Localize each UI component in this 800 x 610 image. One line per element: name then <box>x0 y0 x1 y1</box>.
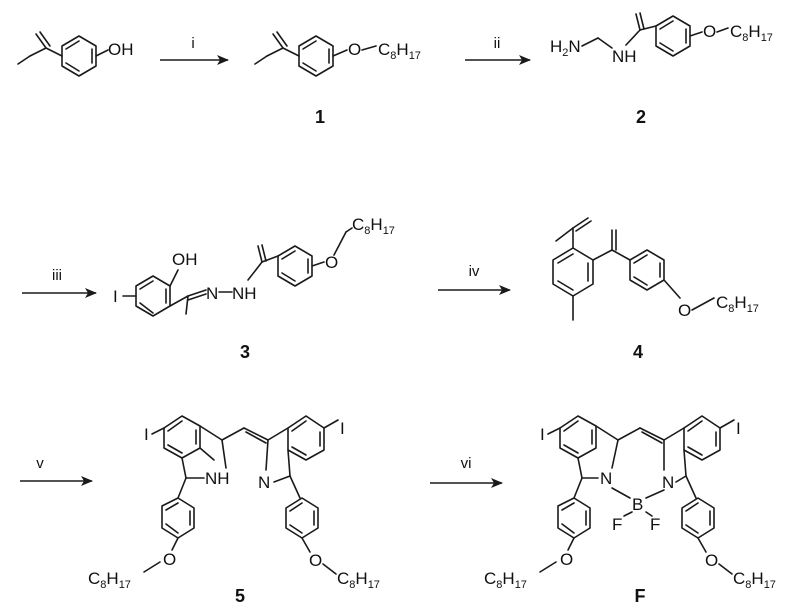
oxygen-label: O <box>703 22 716 41</box>
svg-text:O: O <box>348 40 361 59</box>
benzene-ring <box>163 415 201 459</box>
compound-label-5: 5 <box>235 586 245 606</box>
compound-label-3: 3 <box>240 342 250 362</box>
reagent-v: v <box>36 455 44 472</box>
oxygen-label: O <box>163 550 176 569</box>
compound-label-f: F <box>635 586 646 606</box>
reagent-i: i <box>191 35 194 52</box>
c8h17-chain: C8H17 <box>733 569 776 591</box>
oxygen-label: O <box>348 40 361 59</box>
oxygen-label: O <box>325 253 338 272</box>
nh-label: NH <box>205 469 230 488</box>
reagent-ii: ii <box>494 35 501 52</box>
svg-text:O: O <box>163 550 176 569</box>
benzene-ring <box>298 35 334 77</box>
benzene-ring <box>277 245 313 287</box>
c8h17-chain: C8H17 <box>484 569 527 591</box>
svg-text:O: O <box>309 551 322 570</box>
c8h17-chain: C8H17 <box>378 40 421 62</box>
svg-text:O: O <box>705 551 718 570</box>
compound-label-1: 1 <box>315 107 325 127</box>
benzene-ring <box>681 497 715 539</box>
compound-2-structure: H2N NH O C8H17 <box>550 12 773 66</box>
arrow-step-iii: iii <box>22 267 97 298</box>
oxygen-label: O <box>560 550 573 569</box>
benzene-ring <box>629 249 665 291</box>
c8h17-chain: C8H17 <box>88 569 131 591</box>
svg-text:O: O <box>560 550 573 569</box>
benzene-ring <box>552 247 594 297</box>
nitrogen-label: N <box>206 284 218 303</box>
svg-text:N: N <box>206 284 218 303</box>
arrow-step-i: i <box>160 35 229 65</box>
iodo-label: I <box>144 425 149 444</box>
arrow-step-vi: vi <box>430 455 503 488</box>
compound-4-structure: O C8H17 <box>552 217 759 321</box>
reagent-iii: iii <box>52 267 62 284</box>
benzene-ring <box>287 415 325 461</box>
benzene-ring <box>161 497 195 539</box>
c8h17-chain: C8H17 <box>352 215 395 237</box>
svg-text:O: O <box>678 301 691 320</box>
iodo-label: I <box>340 419 345 438</box>
compound-5-structure: I NH I N O C8H17 <box>88 415 380 591</box>
h2n-label: H2N <box>550 37 581 59</box>
reagent-vi: vi <box>461 455 472 472</box>
c8h17-chain: C8H17 <box>730 22 773 44</box>
reagent-iv: iv <box>469 263 480 280</box>
iodo-label: I <box>540 425 545 444</box>
nitrogen-label: N <box>600 469 612 488</box>
svg-text:O: O <box>703 22 716 41</box>
oh-label: OH <box>172 250 198 269</box>
nitrogen-label: N <box>258 473 270 492</box>
benzene-ring <box>655 15 691 57</box>
oh-label: OH <box>108 40 134 59</box>
compound-label-4: 4 <box>633 342 643 362</box>
benzene-ring <box>559 415 597 459</box>
compound-3-structure: I OH N NH O C8H17 <box>113 215 395 317</box>
compound-f-structure: I N I N B F F <box>484 415 776 591</box>
benzene-ring <box>285 497 319 539</box>
fluorine-label: F <box>650 515 660 534</box>
benzene-ring <box>135 275 171 317</box>
arrow-step-ii: ii <box>465 35 531 65</box>
arrow-step-iv: iv <box>438 263 511 295</box>
svg-text:N: N <box>258 473 270 492</box>
c8h17-chain: C8H17 <box>716 293 759 315</box>
oxygen-label: O <box>309 551 322 570</box>
svg-text:O: O <box>325 253 338 272</box>
svg-text:N: N <box>662 473 674 492</box>
oxygen-label: O <box>705 551 718 570</box>
compound-label-2: 2 <box>636 107 646 127</box>
methyl-4-hydroxybenzoate: OH <box>17 31 134 77</box>
boron-label: B <box>632 495 643 514</box>
c8h17-chain: C8H17 <box>337 569 380 591</box>
nh-label: NH <box>232 284 257 303</box>
benzene-ring <box>61 35 97 77</box>
arrow-step-v: v <box>20 455 93 486</box>
oxygen-label: O <box>678 301 691 320</box>
iodo-label: I <box>113 287 118 306</box>
benzene-ring <box>557 497 591 539</box>
ester-carbon-bond <box>45 47 63 57</box>
benzene-ring <box>683 415 721 461</box>
compound-1-structure: O C8H17 <box>254 31 421 77</box>
svg-text:N: N <box>600 469 612 488</box>
fluorine-label: F <box>612 515 622 534</box>
iodo-label: I <box>736 419 741 438</box>
nitrogen-label: N <box>662 473 674 492</box>
nh-label: NH <box>612 47 637 66</box>
oh-text: OH <box>108 40 134 59</box>
